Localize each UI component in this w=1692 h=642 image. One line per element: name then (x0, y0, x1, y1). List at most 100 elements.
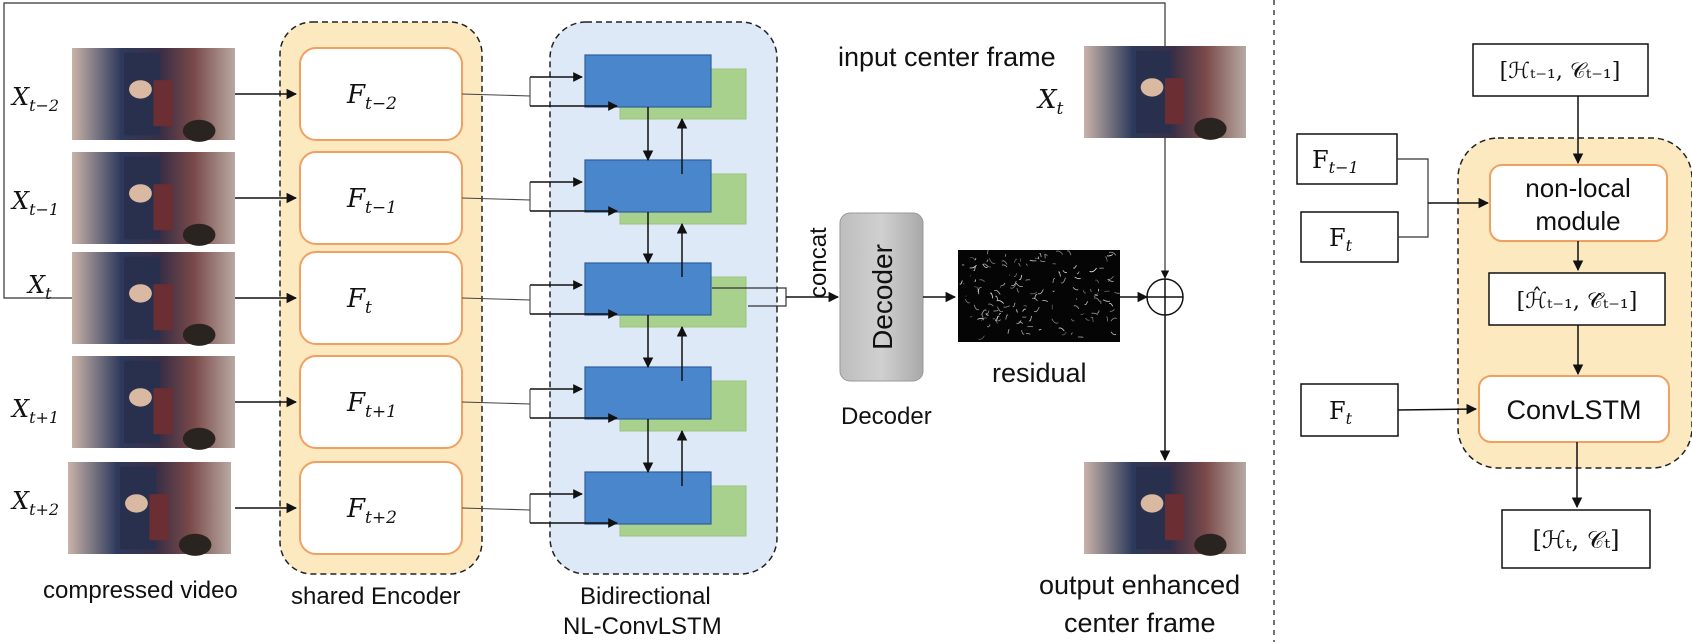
residual-edge (1090, 316, 1094, 319)
residual-edge (1003, 305, 1010, 308)
residual-edge (959, 280, 963, 285)
residual-edge (1014, 258, 1018, 263)
feature-label-0: Ft−2 (346, 80, 397, 114)
residual-edge (1018, 274, 1023, 281)
bottom-state: [ℋₜ, 𝒞ₜ] (1532, 526, 1619, 554)
residual-edge (988, 258, 996, 264)
residual-edge (1039, 253, 1042, 258)
residual-edge (993, 289, 1001, 295)
residual-edge (1089, 288, 1092, 292)
concat-label: concat (805, 227, 832, 298)
feature-label-2: Ft (346, 284, 372, 318)
feature-box-0: Ft−2 (235, 47, 463, 141)
residual-edge (1004, 253, 1007, 257)
residual-edge (1001, 260, 1008, 265)
residual-edge (1102, 299, 1110, 302)
input-label-1: Xt−1 (10, 187, 59, 219)
video-frame-2 (72, 252, 235, 346)
residual-edge (1110, 317, 1117, 322)
residual-edge (977, 317, 984, 320)
residual-label: residual (992, 358, 1087, 388)
residual-edge (969, 264, 977, 269)
residual-edge (987, 324, 991, 328)
residual-edge (1005, 314, 1009, 320)
residual-edge (974, 286, 979, 289)
feature-box-3: Ft+1 (235, 355, 463, 449)
residual-edge (970, 316, 972, 318)
residual-edge (1037, 256, 1040, 260)
decoder-box-label: Decoder (867, 244, 898, 350)
residual-edge (1042, 299, 1048, 302)
video-frame-3 (72, 356, 235, 450)
connectors (461, 72, 618, 528)
residual-edge (1093, 297, 1101, 302)
residual-edge (1016, 320, 1022, 325)
residual-edge (973, 304, 980, 311)
add-node (1146, 278, 1184, 316)
residual-edge (1108, 251, 1117, 256)
residual-edge (986, 259, 989, 263)
lstm-fwd-cell-0 (584, 54, 712, 108)
output-label-line2: center frame (1064, 608, 1216, 638)
residual-edge (1104, 256, 1108, 262)
residual-edge (982, 314, 985, 321)
residual-edge (1073, 305, 1080, 310)
residual-edge (1104, 290, 1110, 293)
nonlocal-line1: non-local (1525, 173, 1631, 203)
residual-edge (996, 315, 1000, 320)
top-state-box (1472, 43, 1649, 97)
residual-edge (1092, 317, 1094, 323)
residual-edge (985, 310, 990, 315)
lstm-fwd-cell-4 (584, 471, 712, 525)
residual-edge (1017, 263, 1021, 267)
residual-edge (1011, 280, 1017, 287)
residual-image (958, 249, 1120, 342)
residual-edge (1001, 264, 1008, 268)
residual-edge (1096, 310, 1100, 314)
residual-edge (1030, 292, 1038, 295)
input-label-2: Xt (26, 271, 52, 303)
residual-edge (974, 279, 976, 282)
feature-box-4: Ft+2 (235, 461, 463, 555)
residual-edge (1061, 331, 1067, 336)
residual-edge (989, 292, 994, 299)
lstm-fwd-cell-2 (584, 262, 712, 316)
input-label-3: Xt+1 (10, 395, 59, 427)
residual-edge (980, 317, 987, 321)
residual-edge (964, 298, 971, 304)
residual-edge (965, 295, 967, 297)
residual-edge (1044, 254, 1046, 259)
residual-edge (1072, 287, 1079, 291)
video-frame-4 (68, 462, 231, 556)
residual-edge (1021, 330, 1025, 335)
feature-label-3: Ft+1 (346, 388, 397, 422)
encoder-label: shared Encoder (291, 583, 460, 610)
residual-edge (1107, 279, 1114, 282)
top-state: [ℋₜ₋₁, 𝒞ₜ₋₁] (1500, 59, 1621, 84)
residual-edge (1022, 308, 1027, 312)
video-frame-1 (72, 152, 235, 246)
mid-state-box (1488, 272, 1666, 326)
residual-edge (1023, 305, 1028, 307)
residual-edge (1095, 279, 1100, 284)
compressed-video-label: compressed video (43, 577, 238, 604)
residual-edge (962, 283, 965, 285)
residual-edge (1052, 278, 1056, 284)
residual-edge (970, 257, 976, 260)
output-label-line1: output enhanced (1039, 570, 1240, 600)
residual-edge (1060, 277, 1066, 284)
lstm-label-line2: NL-ConvLSTM (563, 613, 722, 640)
residual-edge (997, 319, 1001, 322)
residual-edge (986, 264, 992, 268)
residual-edge (1007, 329, 1010, 334)
residual-edge (1000, 282, 1006, 287)
residual-edge (1062, 270, 1068, 274)
residual-edge (986, 249, 990, 255)
nonlocal-line2: module (1535, 206, 1620, 236)
feature-box-2: Ft (235, 251, 463, 345)
f-merge-line (1397, 158, 1429, 238)
residual-edge (1016, 287, 1020, 293)
feature-label-4: Ft+2 (346, 494, 397, 528)
residual-edge (1114, 291, 1120, 294)
